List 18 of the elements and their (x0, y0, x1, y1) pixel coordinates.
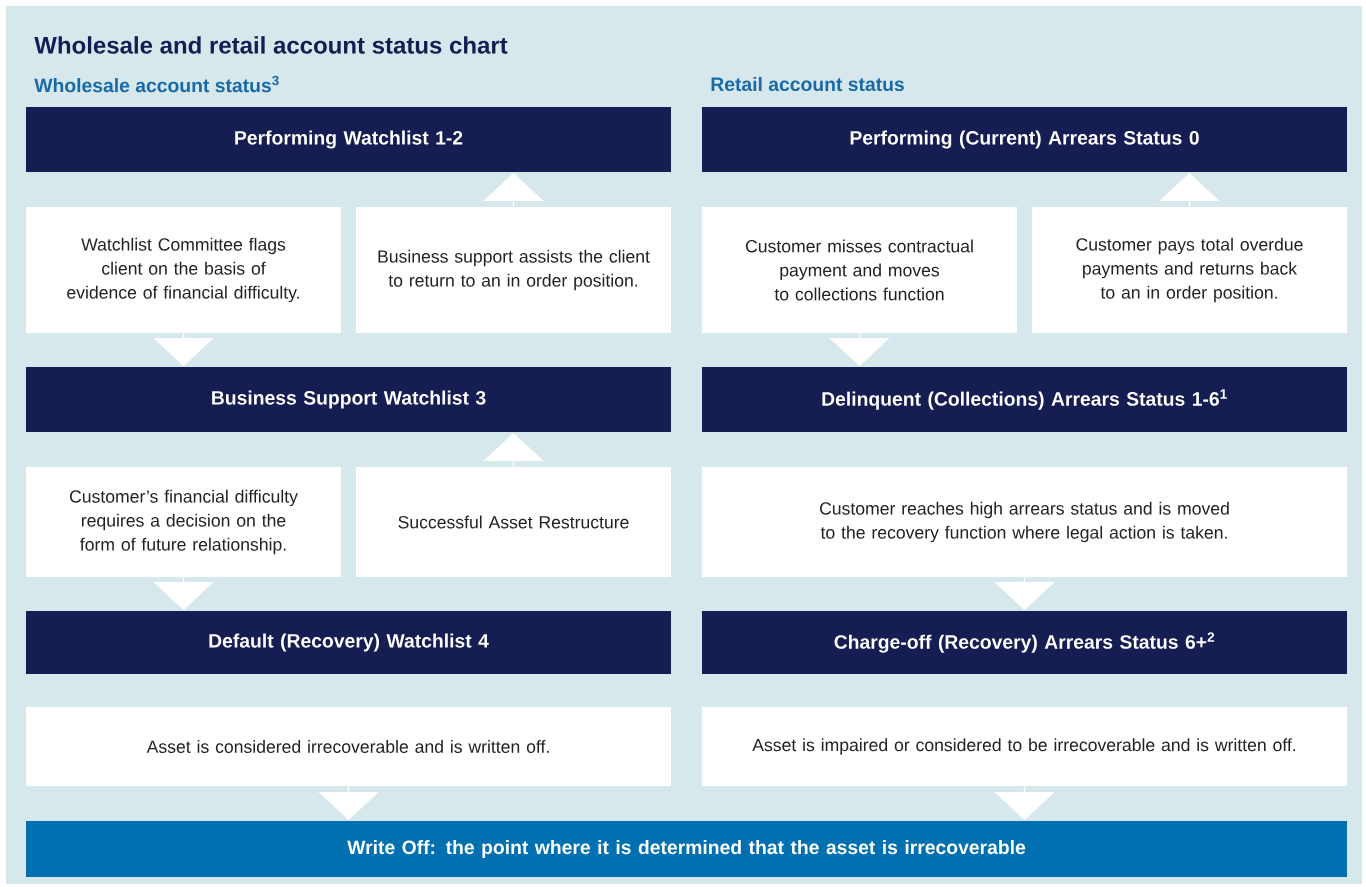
status-band: Performing (Current) Arrears Status 0 (702, 107, 1347, 172)
description-box: Asset is impaired or considered to be irrecoverable and is written off. (702, 707, 1347, 786)
description-box: Customer pays total overdue payments and returns back to an in order position. (1032, 207, 1347, 333)
title: Wholesale and retail account status chart (34, 36, 508, 54)
write-off-band: Write Off: the point where it is determined that the asset is irrecoverable (26, 821, 1347, 877)
description-box: Customer reaches high arrears status and is moved to the recovery function where legal action is taken. (702, 467, 1347, 577)
status-band: Performing Watchlist 1-2 (26, 107, 671, 172)
description-box: Customer’s financial difficulty requires a decision on the form of future relationship. (26, 467, 341, 577)
status-band: Delinquent (Collections) Arrears Status 1-6$^{1}$ (702, 367, 1347, 432)
description-box: Customer misses contractual payment and moves to collections function (702, 207, 1017, 333)
description-box: Successful Asset Restructure (356, 467, 671, 577)
status-band: Charge-off (Recovery) Arrears Status 6+$^{2}$ (702, 611, 1347, 674)
description-box: Watchlist Committee flags client on the basis of evidence of financial difficulty. (26, 207, 341, 333)
description-box: Asset is considered irrecoverable and is written off. (26, 707, 671, 786)
status-band: Business Support Watchlist 3 (26, 367, 671, 432)
subheading: Retail account status (711, 76, 904, 92)
status-band: Default (Recovery) Watchlist 4 (26, 611, 671, 674)
description-box: Business support assists the client to return to an in order position. (356, 207, 671, 333)
